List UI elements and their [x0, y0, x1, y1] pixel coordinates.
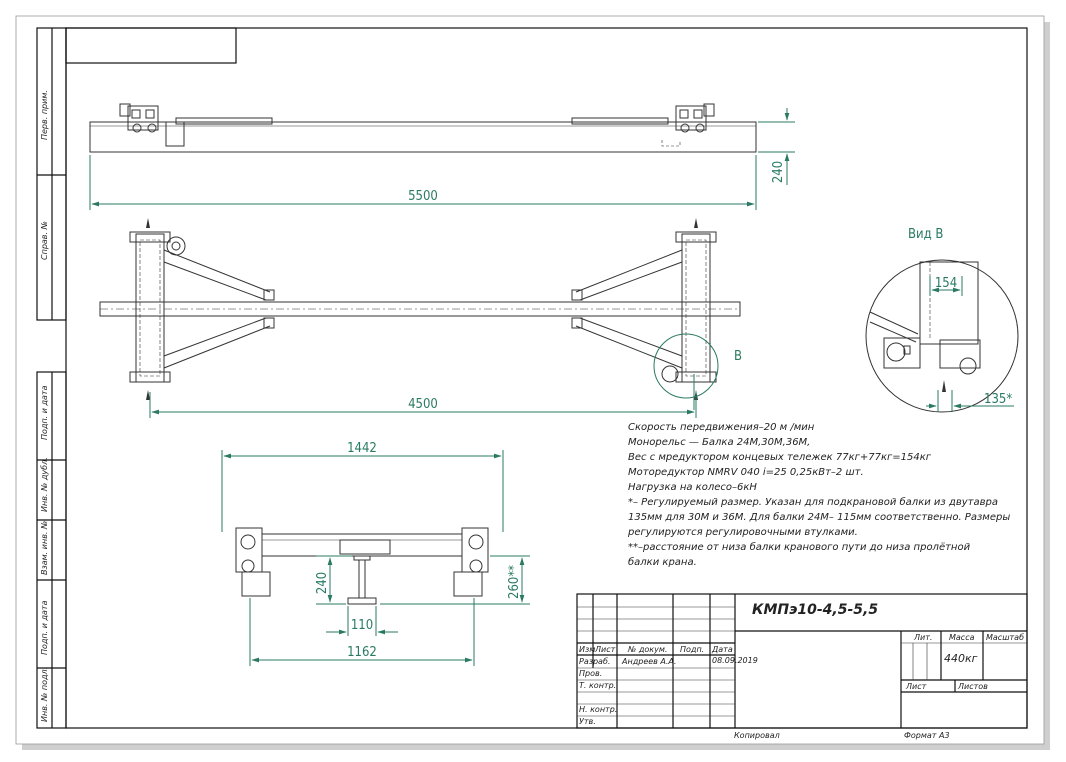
dim-260-label: 260** [507, 565, 522, 599]
dim-wheelbase: 4500 [149, 392, 697, 418]
row-razrab: Разраб. [579, 657, 610, 666]
note-line-9: **–расстояние от низа балки кранового пу… [628, 541, 971, 553]
stamp-vzam-inv: Взам. инв. № [40, 521, 49, 575]
dim-240-side: 240 [315, 555, 352, 605]
row-tkontr: Т. контр. [579, 681, 616, 690]
dim-110-label: 110 [351, 618, 373, 633]
lit-label: Лит. [913, 633, 932, 642]
hdr-podp: Подп. [680, 645, 704, 654]
view-b-letter: B [734, 349, 742, 364]
hdr-data: Дата [711, 645, 733, 654]
stamp-inv-dubl: Инв. № дубл. [40, 457, 49, 512]
sheets-label: Листов [957, 682, 988, 691]
dim-110: 110 [326, 606, 398, 636]
sheet [15, 15, 1045, 745]
format-label: Формат А3 [904, 731, 950, 740]
stamp-podp-data-2: Подп. и дата [40, 600, 49, 655]
hdr-izm: Изм [579, 645, 595, 654]
row-prov: Пров. [579, 669, 602, 678]
hdr-doc-no: № докум. [627, 645, 667, 654]
plan-view [99, 218, 741, 400]
note-line-3: Вес с мредуктором концевых тележек 77кг+… [628, 452, 932, 463]
note-line-2: Монорельс — Балка 24М,30М,36М, [628, 437, 810, 448]
row-nkontr: Н. контр. [579, 705, 617, 714]
view-b-title: Вид B [908, 227, 943, 242]
title-block: КМПэ10-4,5-5,5 Изм Лист № докум. Подп. Д… [576, 593, 1028, 729]
stamp-inv-podl: Инв. № подл. [40, 667, 49, 722]
note-line-5: Нагрузка на колесо–6кН [628, 482, 757, 493]
technical-notes: Скорость передвижения–20 м /мин Монорель… [627, 422, 1010, 568]
note-line-7: 135мм для 30М и 36М. Для балки 24М– 115м… [628, 511, 1010, 523]
note-line-4: Моторедуктор NMRV 040 i=25 0,25кВт–2 шт. [628, 467, 864, 478]
stamp-sprav-no: Справ. № [40, 221, 49, 260]
dim-1442: 1442 [221, 441, 504, 532]
side-view [235, 527, 489, 605]
view-b-marker: B [653, 333, 742, 410]
dim-1162: 1162 [249, 598, 475, 666]
note-line-10: балки крана. [628, 556, 697, 568]
stamp-podp-data-1: Подп. и дата [40, 385, 49, 440]
razrab-name: Андреев А.А. [621, 657, 676, 666]
dim-wheelbase-label: 4500 [408, 397, 438, 412]
dim-1162-label: 1162 [347, 645, 377, 660]
dim-135-label: 135* [984, 392, 1012, 407]
dim-span-label: 5500 [408, 189, 438, 204]
designation: КМПэ10-4,5-5,5 [752, 602, 878, 618]
stamp-perv-prim: Перв. прим. [40, 90, 49, 140]
note-line-8: регулируются регулировочными втулками. [627, 527, 858, 538]
dim-240-top: 240 [758, 108, 795, 185]
dim-260: 260** [380, 555, 530, 605]
dim-span: 5500 [89, 155, 757, 210]
row-utv: Утв. [579, 717, 596, 726]
dim-1442-label: 1442 [347, 441, 377, 456]
razrab-date: 08.09.2019 [712, 656, 758, 665]
scale-label: Масштаб [986, 633, 1024, 642]
hdr-list: Лист [594, 645, 616, 654]
dim-240-side-label: 240 [315, 572, 330, 594]
dim-154-label: 154 [935, 276, 957, 291]
copied-label: Копировал [734, 731, 780, 740]
mass-label: Масса [949, 633, 975, 642]
dim-240-top-label: 240 [771, 161, 786, 183]
note-line-6: *– Регулируемый размер. Указан для подкр… [628, 496, 998, 508]
sheet-label: Лист [905, 682, 927, 691]
note-line-1: Скорость передвижения–20 м /мин [628, 422, 815, 433]
mass-value: 440кг [944, 652, 978, 665]
elevation-view [89, 103, 757, 153]
detail-view-b: Вид B 154 135* [865, 227, 1019, 413]
side-stamps: Перв. прим. Справ. № Подп. и дата Инв. №… [36, 27, 67, 729]
